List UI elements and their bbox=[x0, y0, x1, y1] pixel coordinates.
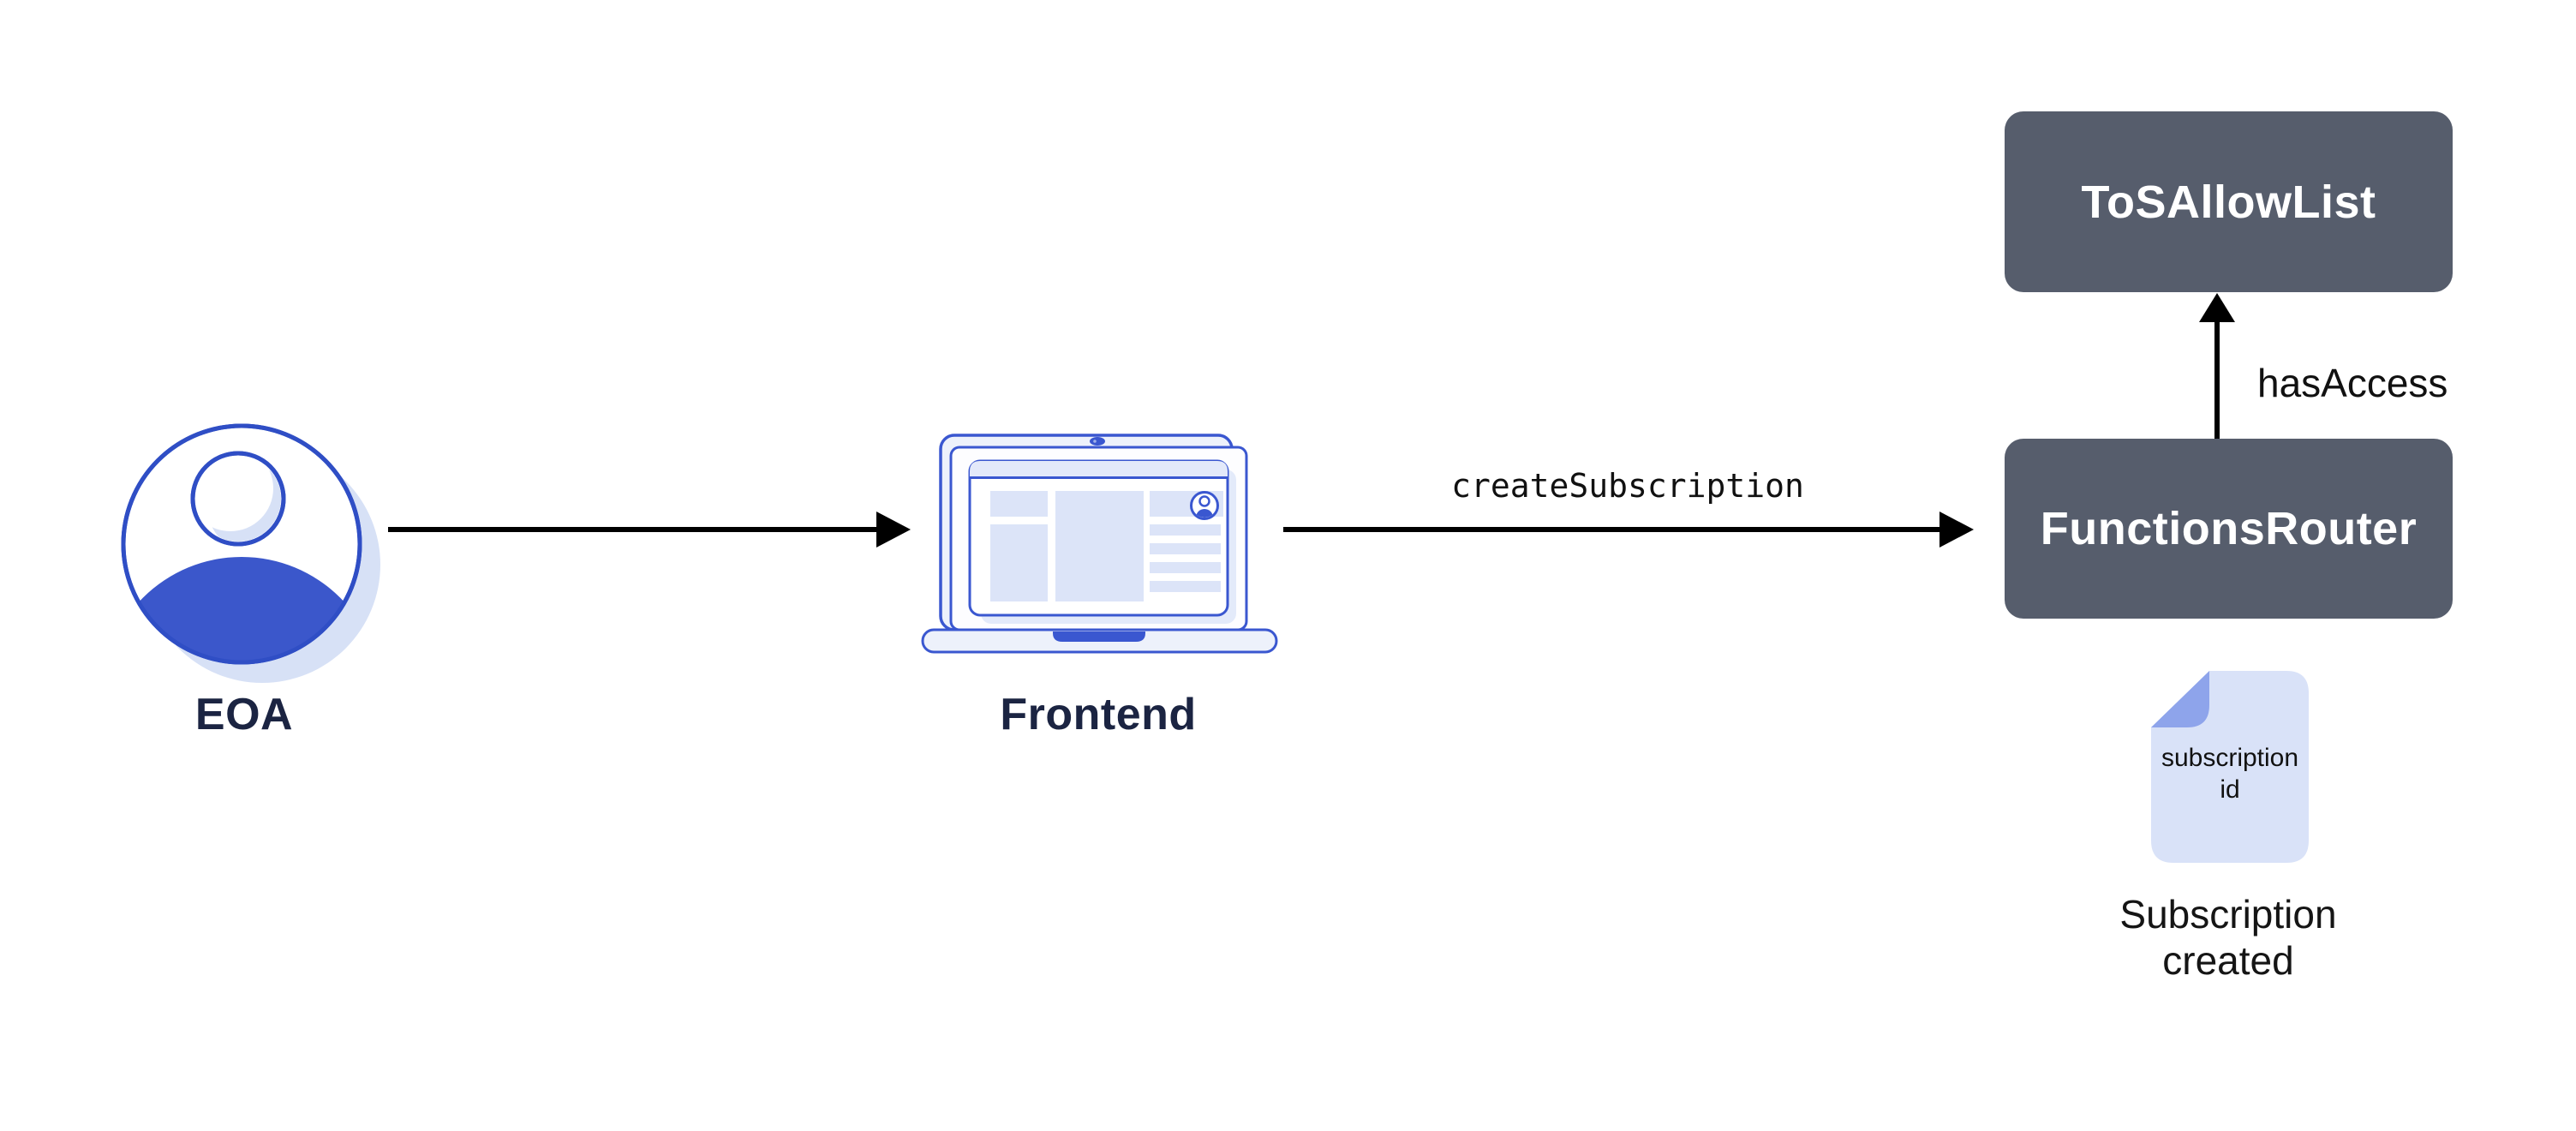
tos-allow-list-label: ToSAllowList bbox=[2081, 176, 2376, 228]
edge-label-hasaccess: hasAccess bbox=[2257, 361, 2448, 405]
edge-label-createsubscription: createSubscription bbox=[1451, 467, 1804, 505]
laptop-icon bbox=[921, 434, 1278, 654]
arrowhead-eoa-to-frontend bbox=[876, 512, 911, 548]
document-text-line2: id bbox=[2220, 775, 2240, 804]
arrow-eoa-to-frontend bbox=[388, 527, 876, 532]
arrowhead-functionsrouter-to-tosallowlist bbox=[2199, 293, 2235, 322]
frontend-node-label: Frontend bbox=[1000, 690, 1197, 739]
functions-router-label: FunctionsRouter bbox=[2040, 503, 2418, 554]
document-text: subscription id bbox=[2146, 742, 2314, 805]
user-avatar-icon bbox=[121, 423, 380, 683]
document-text-line1: subscription bbox=[2161, 744, 2299, 772]
caption-line2: created bbox=[2162, 938, 2294, 983]
arrow-functionsrouter-to-tosallowlist bbox=[2214, 320, 2220, 439]
subscription-created-caption: Subscription created bbox=[2057, 891, 2400, 984]
tos-allow-list-node: ToSAllowList bbox=[2005, 111, 2453, 292]
functions-router-node: FunctionsRouter bbox=[2005, 439, 2453, 619]
arrow-frontend-to-functionsrouter bbox=[1283, 527, 1939, 532]
caption-line1: Subscription bbox=[2119, 892, 2337, 937]
arrowhead-frontend-to-functionsrouter bbox=[1939, 512, 1974, 548]
document-icon bbox=[2151, 671, 2309, 863]
eoa-node-label: EOA bbox=[194, 690, 294, 739]
